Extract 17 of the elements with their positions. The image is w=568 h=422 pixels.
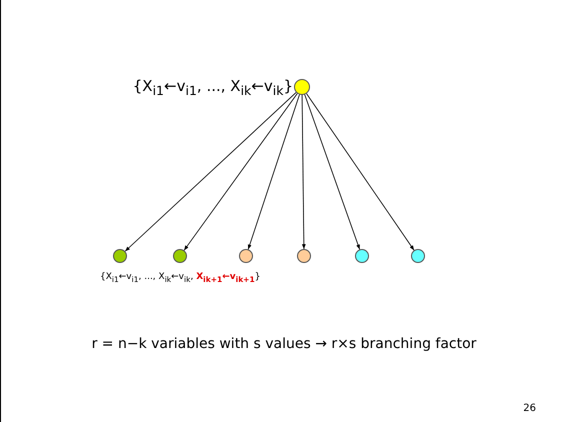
assignment-set-text: {X$_{i1}$←v$_{i1}$, ..., X$_{ik}$←v$_{ik}$, X$_{ik+1}$←v$_{ik+1}$} <box>100 272 260 284</box>
arrow <box>302 94 306 250</box>
arrow <box>248 94 300 250</box>
arrow <box>306 93 414 251</box>
arrow <box>124 92 297 252</box>
circle-node <box>173 249 187 263</box>
branching-factor-note: r = n−k variables with s values → r×s branching factor <box>92 336 476 352</box>
page-number: 26 <box>523 403 536 414</box>
circle-node <box>294 79 310 95</box>
circle-node <box>239 249 253 263</box>
arrow <box>184 93 298 251</box>
circle-node <box>355 249 369 263</box>
circle-node <box>297 249 311 263</box>
arrow <box>304 94 360 250</box>
circle-node <box>113 249 127 263</box>
circle-node <box>411 249 425 263</box>
assignment-set-text: {X$_{i1}$←v$_{i1}$, ..., X$_{ik}$←v$_{ik}$} <box>132 76 293 98</box>
